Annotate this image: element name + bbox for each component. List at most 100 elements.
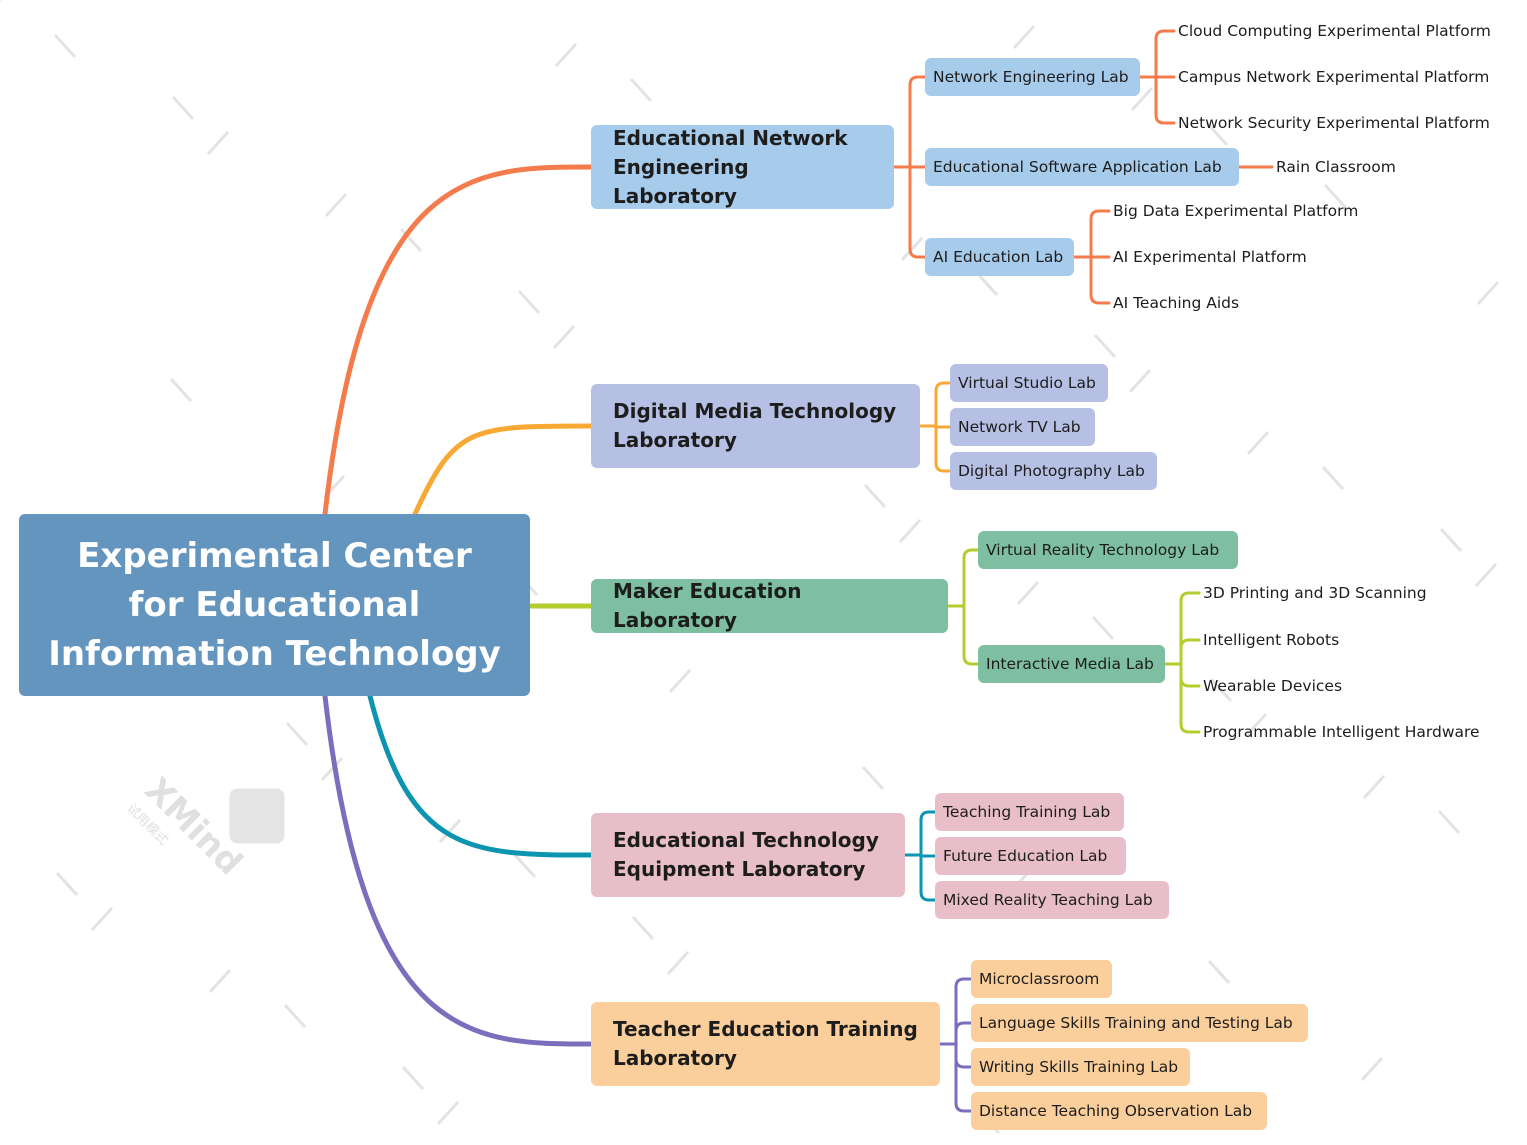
subtopic-connector (962, 604, 980, 666)
watermark-dash (438, 818, 462, 844)
main-topic[interactable]: Teacher Education Training Laboratory (591, 1002, 940, 1086)
subtopic[interactable]: Virtual Reality Technology Lab (978, 531, 1238, 569)
watermark-dash (401, 1065, 425, 1091)
subtopic-connector (908, 165, 927, 259)
subtopic-label: Writing Skills Training Lab (979, 1058, 1179, 1076)
subtopic[interactable]: Educational Software Application Lab (925, 148, 1239, 186)
leaf-topic[interactable]: Wearable Devices (1203, 677, 1343, 695)
watermark-dash (898, 518, 922, 544)
subtopic-label: Microclassroom (979, 970, 1100, 988)
subtopic-label: Virtual Studio Lab (958, 374, 1096, 392)
main-topic[interactable]: Digital Media Technology Laboratory (591, 384, 920, 468)
branch-connector (322, 164, 594, 517)
watermark-dash (324, 192, 348, 218)
subtopic-label: AI Education Lab (933, 248, 1064, 266)
leaf-topic[interactable]: Network Security Experimental Platform (1178, 114, 1490, 132)
subtopic[interactable]: Language Skills Training and Testing Lab (971, 1004, 1308, 1042)
subtopic-connector (908, 75, 927, 169)
watermark-dash (1093, 333, 1117, 359)
leaf-topic[interactable]: Programmable Intelligent Hardware (1203, 723, 1480, 741)
subtopic-label: Digital Photography Lab (958, 462, 1145, 480)
subtopic-label: Future Education Lab (943, 847, 1108, 865)
subtopic-label: Network TV Lab (958, 418, 1081, 436)
subtopic-label: Interactive Media Lab (986, 655, 1154, 673)
leaf-topic[interactable]: Big Data Experimental Platform (1113, 202, 1359, 220)
subtopic[interactable]: Microclassroom (971, 960, 1112, 998)
leaf-connector (1179, 662, 1201, 688)
main-topic-label: Educational Technology Equipment Laborat… (613, 828, 879, 881)
subtopic-label: Network Engineering Lab (933, 68, 1129, 86)
watermark-dash (1012, 24, 1036, 50)
subtopic[interactable]: Future Education Lab (935, 837, 1126, 875)
subtopic[interactable]: Network Engineering Lab (925, 58, 1140, 96)
subtopic[interactable]: Network TV Lab (950, 408, 1095, 446)
watermark-dash (629, 77, 653, 103)
leaf-connector (1154, 29, 1176, 79)
central-topic[interactable]: Experimental Center for Educational Info… (19, 514, 530, 696)
leaf-topic[interactable]: Campus Network Experimental Platform (1178, 68, 1490, 86)
subtopic-label: Virtual Reality Technology Lab (986, 541, 1220, 559)
watermark-dash (552, 324, 576, 350)
leaf-topic[interactable]: Cloud Computing Experimental Platform (1178, 22, 1491, 40)
main-topic[interactable]: Maker Education Laboratory (591, 579, 948, 633)
watermark-dash (1439, 527, 1463, 553)
leaf-topic[interactable]: Rain Classroom (1276, 158, 1396, 176)
watermark-dash (53, 33, 77, 59)
main-topic[interactable]: Educational Network Engineering Laborato… (591, 125, 894, 209)
watermark-dash (169, 377, 193, 403)
watermark-dash (1207, 959, 1231, 985)
subtopic[interactable]: Distance Teaching Observation Lab (971, 1092, 1267, 1130)
subtopic[interactable]: Mixed Reality Teaching Lab (935, 881, 1169, 919)
leaf-topic[interactable]: AI Experimental Platform (1113, 248, 1307, 266)
watermark-dash (1362, 774, 1386, 800)
watermark-dash (285, 721, 309, 747)
leaf-topic[interactable]: 3D Printing and 3D Scanning (1203, 584, 1427, 602)
subtopic-connector (919, 810, 937, 857)
watermark-dash (1474, 562, 1498, 588)
subtopic-connector (934, 424, 952, 473)
subtopic-connector (919, 853, 937, 902)
leaf-connector (1179, 662, 1201, 734)
main-topic-label: Teacher Education Training Laboratory (613, 1017, 918, 1070)
xmind-logo-icon (229, 788, 285, 844)
subtopic-connector (934, 424, 952, 429)
subtopic[interactable]: AI Education Lab (925, 238, 1074, 276)
watermark-dash (666, 950, 690, 976)
watermark-dash (1244, 712, 1268, 738)
watermark-dash (320, 756, 344, 782)
main-topic[interactable]: Educational Technology Equipment Laborat… (591, 813, 905, 897)
watermark-dash (206, 130, 230, 156)
watermark-dash (554, 42, 578, 68)
watermark-dash (436, 1100, 460, 1126)
watermark-dash (975, 271, 999, 297)
subtopic-connector (934, 381, 952, 428)
subtopic[interactable]: Writing Skills Training Lab (971, 1048, 1190, 1086)
leaf-connector (1179, 591, 1201, 666)
leaf-connector (1089, 255, 1111, 305)
watermark-dash (399, 227, 423, 253)
subtopic-connector (962, 548, 980, 608)
main-topic-label: Educational Network Engineering Laborato… (613, 125, 848, 208)
subtopic-label: Educational Software Application Lab (933, 158, 1222, 176)
watermark-dash (1091, 615, 1115, 641)
leaf-topic[interactable]: Intelligent Robots (1203, 631, 1340, 649)
watermark-dash (517, 289, 541, 315)
leaf-topic[interactable]: AI Teaching Aids (1113, 294, 1240, 312)
branch-connector (367, 693, 594, 858)
leaf-connector (1179, 638, 1201, 666)
subtopic-label: Mixed Reality Teaching Lab (943, 891, 1153, 909)
subtopic[interactable]: Teaching Training Lab (935, 793, 1124, 831)
subtopic-label: Language Skills Training and Testing Lab (979, 1014, 1293, 1032)
subtopic[interactable]: Virtual Studio Lab (950, 364, 1108, 402)
watermark-dash (1205, 121, 1229, 147)
branch-connector (412, 423, 594, 517)
watermark-dash (171, 95, 195, 121)
subtopic-connector (954, 1021, 973, 1046)
subtopic-connector (954, 977, 973, 1046)
subtopic-label: Teaching Training Lab (943, 803, 1111, 821)
subtopic-label: Distance Teaching Observation Lab (979, 1102, 1253, 1120)
watermark-dash (55, 871, 79, 897)
watermark-dash (900, 236, 924, 262)
subtopic[interactable]: Digital Photography Lab (950, 452, 1157, 490)
subtopic[interactable]: Interactive Media Lab (978, 645, 1165, 683)
